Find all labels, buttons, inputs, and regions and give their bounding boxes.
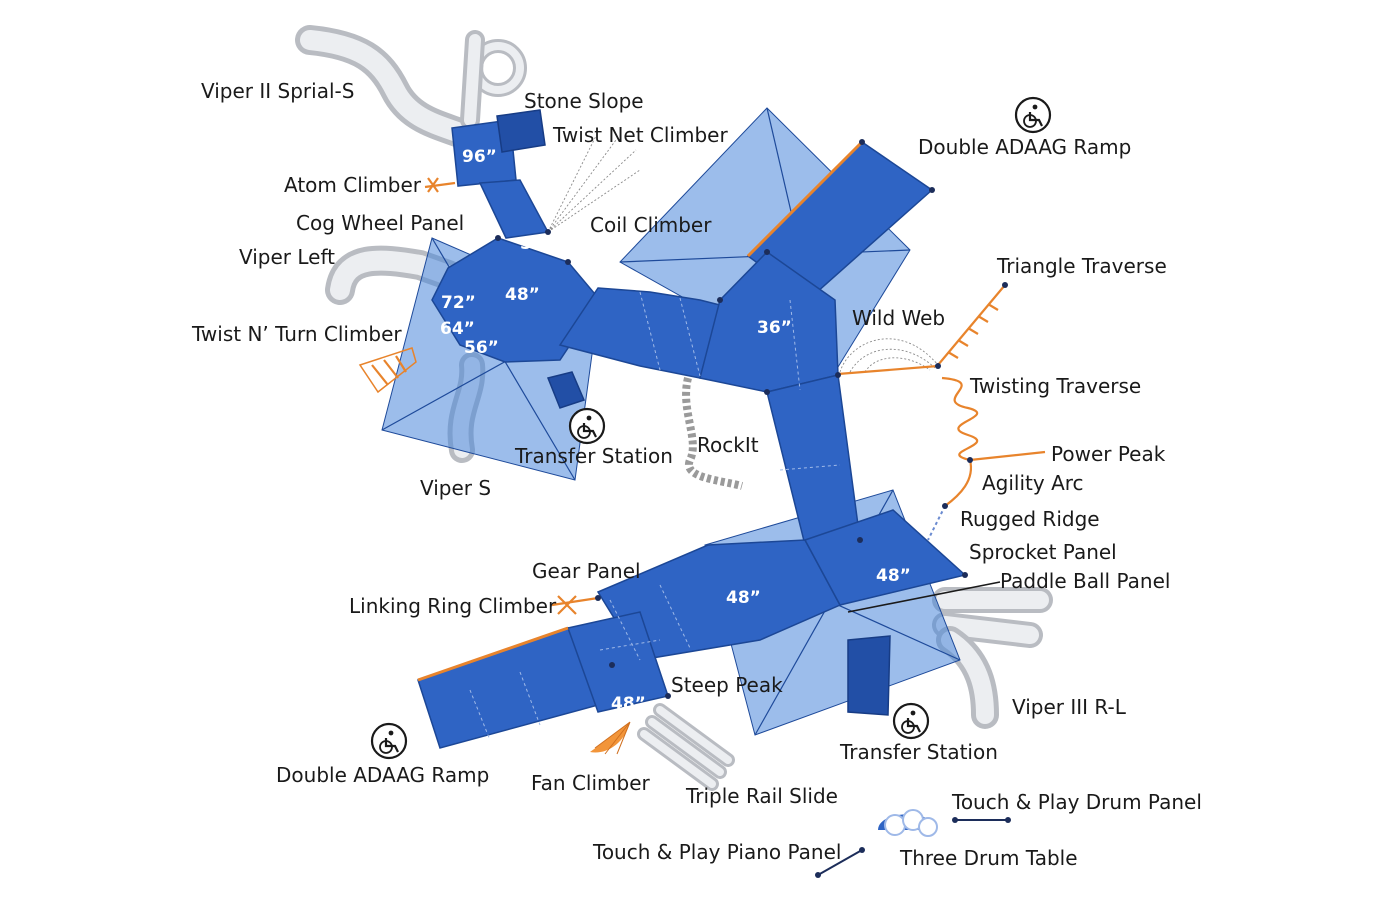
wheelchair-icon [370,722,408,760]
atom-climber [424,177,456,193]
label-transfer-station-top: Transfer Station [514,444,673,468]
triangle-traverse [937,282,1008,366]
label-touch-play-drum-panel: Touch & Play Drum Panel [951,790,1202,814]
label-wild-web: Wild Web [852,306,945,330]
deck-height-96: 96” [462,147,497,167]
twist-net-climber [547,135,641,233]
label-cog-wheel-panel: Cog Wheel Panel [296,211,464,235]
fan-climber [590,721,631,755]
wheelchair-icon [568,407,606,445]
three-drum-table [878,809,938,837]
deck-left-cluster [431,237,721,409]
agility-arc [944,459,973,507]
label-coil-climber: Coil Climber [590,213,712,237]
label-twist-n-turn-climber: Twist N’ Turn Climber [191,322,402,346]
label-viper-left: Viper Left [239,245,335,269]
label-twisting-traverse: Twisting Traverse [969,374,1141,398]
linking-ring-climber [551,595,599,615]
deck-height-64: 64” [440,319,475,339]
label-triple-rail-slide: Triple Rail Slide [685,784,838,808]
wheelchair-icon [892,702,930,740]
wheelchair-icon [1014,96,1052,134]
label-three-drum-table: Three Drum Table [899,846,1078,870]
viper-left-slide [325,245,463,305]
label-viper-iii: Viper III R-L [1012,695,1127,719]
label-fan-climber: Fan Climber [531,771,651,795]
wild-web [837,338,941,376]
label-steep-peak: Steep Peak [671,673,783,697]
label-double-adaag-ramp-top: Double ADAAG Ramp [918,135,1131,159]
deck-tower-96 [451,109,550,239]
label-gear-panel: Gear Panel [532,559,641,583]
label-agility-arc: Agility Arc [982,471,1084,495]
label-sprocket-panel: Sprocket Panel [969,540,1117,564]
paddle-ball-leader [847,581,1001,613]
rugged-ridge [927,505,946,541]
deck-ramp-bottom [417,611,669,749]
label-touch-play-piano-panel: Touch & Play Piano Panel [592,840,841,864]
label-power-peak: Power Peak [1051,442,1166,466]
label-double-adaag-ramp-bottom: Double ADAAG Ramp [276,763,489,787]
power-peak [969,450,1046,462]
twisting-traverse [941,376,978,462]
label-rugged-ridge: Rugged Ridge [960,507,1100,531]
label-viper-ii-spiral: Viper II Sprial-S [201,79,354,103]
label-atom-climber: Atom Climber [284,173,422,197]
touch-play-drum-panel [952,817,1011,823]
label-triangle-traverse: Triangle Traverse [996,254,1167,278]
deck-height-48-left: 48” [505,285,540,305]
deck-height-56-top: 56” [520,234,555,254]
deck-height-48-bottom: 48” [611,694,646,714]
triple-rail-slide [637,703,735,791]
deck-36 [699,251,861,546]
label-rockit: RockIt [697,433,759,457]
deck-height-48-right: 48” [876,566,911,586]
label-transfer-station-bottom: Transfer Station [839,740,998,764]
twist-n-turn-climber [358,347,417,394]
deck-height-36: 36” [757,318,792,338]
label-viper-s: Viper S [420,476,491,500]
deck-seams [469,291,841,741]
post-nodes [495,139,973,699]
rockit-climber [682,377,744,490]
label-twist-net-climber: Twist Net Climber [552,123,728,147]
label-linking-ring-climber: Linking Ring Climber [349,594,557,618]
touch-play-piano-panel [815,847,865,878]
deck-height-72: 72” [441,293,476,313]
label-stone-slope: Stone Slope [524,89,644,113]
viper-ii-spiral-slide [295,25,527,150]
deck-48-mid [596,509,967,716]
deck-height-48-mid: 48” [726,588,761,608]
deck-height-56-low: 56” [464,338,499,358]
label-paddle-ball-panel: Paddle Ball Panel [1000,569,1170,593]
viper-iii-slide [932,587,1053,729]
